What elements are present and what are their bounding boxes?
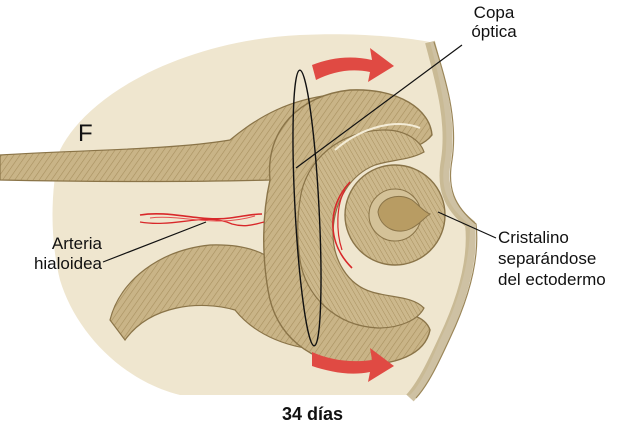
surface-ectoderm-edge — [415, 41, 478, 399]
intraretinal-space — [334, 123, 421, 151]
hyaloid-artery — [139, 212, 263, 220]
label-copa-optica-line1: Copa — [473, 3, 515, 22]
hyaloid-artery-cup-2 — [337, 189, 346, 251]
label-cristalino-line1: Cristalino — [498, 228, 569, 247]
growth-arrow-top — [312, 48, 394, 82]
leader-cristalino — [437, 211, 497, 239]
optic-cup-inner — [297, 129, 425, 329]
leader-copa-optica — [295, 44, 463, 169]
caption-age: 34 días — [282, 404, 344, 424]
label-arteria-line2: hialoidea — [33, 254, 102, 273]
label-cristalino-line3: del ectodermo — [498, 270, 606, 289]
lens-nucleus — [377, 196, 432, 232]
hyaloid-artery-cup — [332, 181, 353, 269]
label-copa-optica-line2: óptica — [471, 22, 517, 41]
section-plane-ellipse — [292, 69, 322, 347]
surface-ectoderm — [406, 40, 476, 402]
leader-arteria — [102, 221, 207, 263]
hyaloid-artery-branch — [139, 218, 265, 227]
label-cristalino-line2: separándose — [498, 249, 597, 268]
label-arteria-line1: Arteria — [51, 234, 102, 253]
hyaloid-artery-branch-2 — [149, 215, 256, 222]
growth-arrow-bottom — [312, 348, 394, 382]
label-f: F — [78, 120, 93, 147]
